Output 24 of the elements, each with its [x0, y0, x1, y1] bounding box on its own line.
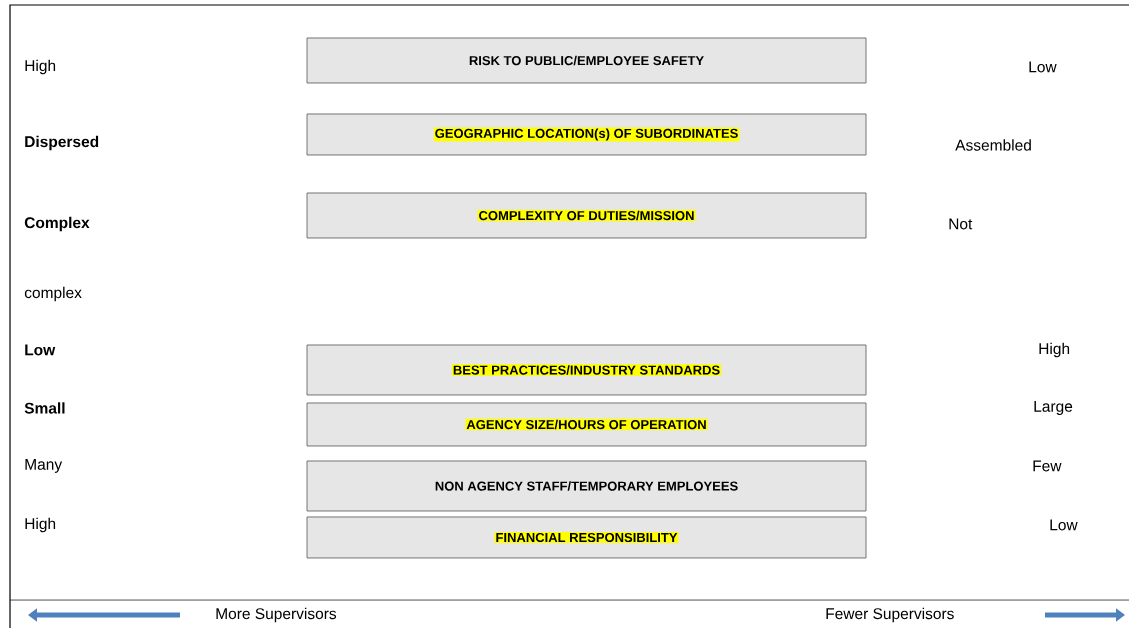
scale-label: Dispersed [25, 135, 99, 151]
scale-label: Assembled [955, 139, 1031, 151]
scale-label: Few [1033, 460, 1062, 472]
factor-box: COMPLEXITY OF DUTIES/MISSION [306, 192, 867, 239]
scale-label: complex [24, 286, 82, 302]
scale-label: Not [949, 218, 973, 230]
scale-label: Fewer Supervisors [826, 607, 954, 623]
factor-box: AGENCY SIZE/HOURS OF OPERATION [306, 402, 867, 447]
factor-box: BEST PRACTICES/INDUSTRY STANDARDS [306, 344, 867, 396]
scale-label: Low [25, 344, 56, 356]
scale-label: Many [25, 459, 63, 473]
scale-label: Small [24, 402, 65, 414]
scale-label: Low [1029, 61, 1057, 73]
scale-label: High [1039, 342, 1070, 358]
factor-box: NON AGENCY STAFF/TEMPORARY EMPLOYEES [306, 460, 867, 512]
scale-label: Complex [24, 216, 90, 232]
factor-box: FINANCIAL RESPONSIBILITY [306, 516, 867, 559]
factor-box: RISK TO PUBLIC/EMPLOYEE SAFETY [306, 37, 867, 84]
scale-label: High [25, 517, 56, 533]
scale-label: High [25, 59, 56, 75]
factor-box: GEOGRAPHIC LOCATION(s) OF SUBORDINATES [306, 113, 867, 156]
scale-label: Large [1034, 401, 1073, 415]
scale-label: Low [1050, 519, 1078, 531]
scale-label: More Supervisors [216, 607, 337, 623]
